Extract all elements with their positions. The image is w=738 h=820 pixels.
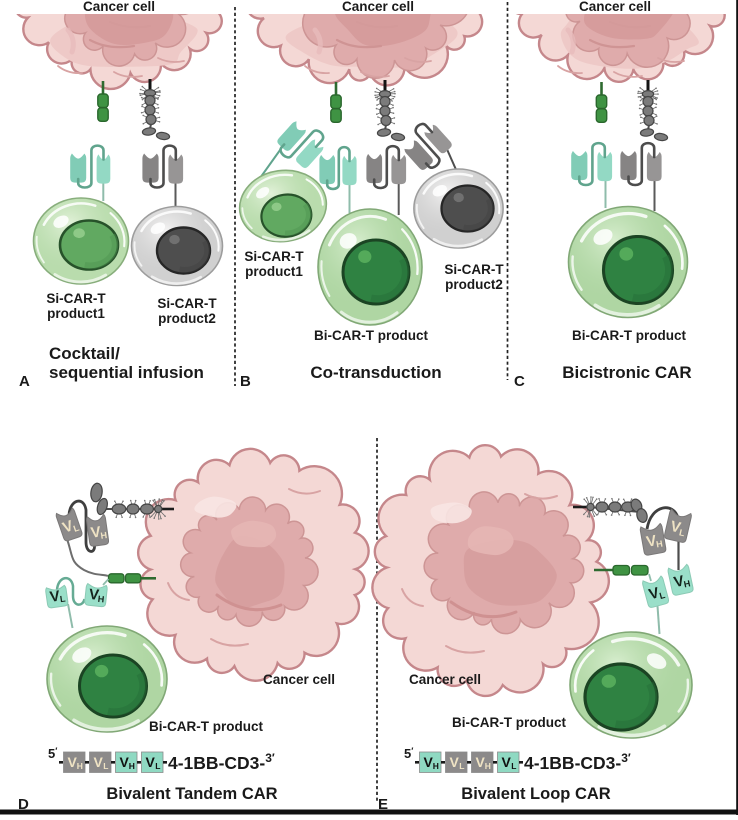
svg-text:H: H xyxy=(97,594,105,605)
svg-text:Bicistronic CAR: Bicistronic CAR xyxy=(562,363,691,382)
svg-text:H: H xyxy=(129,761,135,771)
svg-text:B: B xyxy=(240,373,251,390)
svg-text:Cancer cell: Cancer cell xyxy=(342,0,414,14)
svg-text:sequential infusion: sequential infusion xyxy=(49,363,204,382)
svg-text:Si-CAR-T: Si-CAR-T xyxy=(46,291,106,306)
svg-text:Cancer cell: Cancer cell xyxy=(83,0,155,14)
svg-text:V: V xyxy=(502,754,512,770)
svg-text:4-1BB-CD3-3′: 4-1BB-CD3-3′ xyxy=(168,751,275,773)
svg-text:product1: product1 xyxy=(47,306,105,321)
svg-text:Bi-CAR-T product: Bi-CAR-T product xyxy=(452,715,566,730)
svg-text:E: E xyxy=(378,796,388,813)
svg-text:Cancer cell: Cancer cell xyxy=(263,672,335,687)
svg-text:Bi-CAR-T product: Bi-CAR-T product xyxy=(572,328,686,343)
svg-text:V: V xyxy=(146,754,156,770)
svg-text:Bivalent Tandem CAR: Bivalent Tandem CAR xyxy=(106,785,277,803)
svg-text:product2: product2 xyxy=(445,277,503,292)
svg-text:Si-CAR-T: Si-CAR-T xyxy=(444,262,504,277)
svg-text:H: H xyxy=(100,530,108,541)
svg-text:Cocktail/: Cocktail/ xyxy=(49,344,120,363)
svg-text:H: H xyxy=(77,761,83,771)
svg-text:H: H xyxy=(433,761,439,771)
svg-text:Bivalent Loop CAR: Bivalent Loop CAR xyxy=(461,785,611,803)
svg-text:Bi-CAR-T product: Bi-CAR-T product xyxy=(314,328,428,343)
svg-text:Cancer cell: Cancer cell xyxy=(579,0,651,14)
svg-text:V: V xyxy=(94,754,104,770)
svg-text:D: D xyxy=(18,796,29,813)
svg-text:Cancer cell: Cancer cell xyxy=(409,672,481,687)
svg-text:Si-CAR-T: Si-CAR-T xyxy=(244,249,304,264)
svg-text:V: V xyxy=(450,754,460,770)
svg-text:L: L xyxy=(155,761,160,771)
svg-text:product1: product1 xyxy=(245,264,303,279)
svg-text:Co-transduction: Co-transduction xyxy=(310,363,441,382)
svg-text:L: L xyxy=(103,761,108,771)
svg-text:product2: product2 xyxy=(158,311,216,326)
svg-text:L: L xyxy=(459,761,464,771)
svg-text:Bi-CAR-T product: Bi-CAR-T product xyxy=(149,719,263,734)
svg-text:L: L xyxy=(511,761,516,771)
svg-text:C: C xyxy=(514,373,525,390)
svg-text:4-1BB-CD3-3′: 4-1BB-CD3-3′ xyxy=(524,751,631,773)
svg-text:Si-CAR-T: Si-CAR-T xyxy=(157,296,217,311)
svg-text:A: A xyxy=(19,373,30,390)
svg-text:H: H xyxy=(485,761,491,771)
